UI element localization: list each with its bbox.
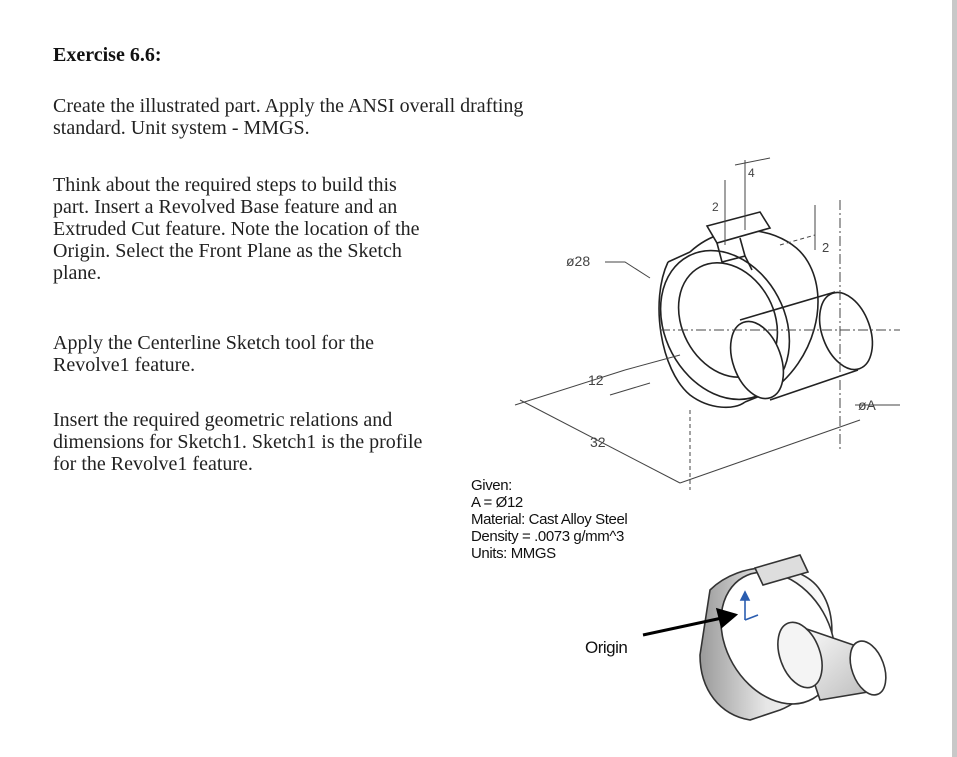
- dim-12: 12: [588, 372, 604, 388]
- isometric-drawing: [658, 211, 874, 409]
- given-line: Given:: [471, 477, 512, 494]
- given-line: A = Ø12: [471, 494, 523, 511]
- origin-axes-icon: [739, 590, 759, 621]
- text-line: for the Revolve1 feature.: [53, 453, 253, 475]
- exercise-title: Exercise 6.6:: [53, 44, 162, 66]
- text-line: dimensions for Sketch1. Sketch1 is the p…: [53, 431, 423, 453]
- dim-2-depth: 2: [822, 240, 830, 255]
- dimension-lines: [514, 157, 900, 490]
- text-line: standard. Unit system - MMGS.: [53, 117, 310, 139]
- paragraph-centerline: Apply the Centerline Sketch tool for the…: [53, 332, 374, 376]
- given-block: Given: A = Ø12 Material: Cast Alloy Stee…: [471, 477, 628, 562]
- dim-diameter-28: ø28: [566, 253, 591, 269]
- text-line: Origin. Select the Front Plane as the Sk…: [53, 240, 402, 262]
- text-line: plane.: [53, 262, 102, 284]
- paragraph-steps: Think about the required steps to build …: [53, 174, 420, 284]
- given-line: Material: Cast Alloy Steel: [471, 511, 628, 528]
- origin-arrow-icon: [642, 607, 739, 637]
- page-edge: [952, 0, 957, 757]
- given-line: Density = .0073 g/mm^3: [471, 528, 624, 545]
- text-line: Revolve1 feature.: [53, 354, 196, 376]
- given-line: Units: MMGS: [471, 545, 556, 562]
- text-line: Apply the Centerline Sketch tool for the: [53, 332, 375, 354]
- text-line: Insert the required geometric relations …: [53, 409, 393, 431]
- paragraph-relations: Insert the required geometric relations …: [53, 409, 422, 475]
- dim-32: 32: [590, 434, 606, 450]
- paragraph-instructions: Create the illustrated part. Apply the A…: [53, 95, 523, 139]
- dim-4: 4: [748, 166, 755, 180]
- dim-diameter-a: øA: [858, 397, 876, 413]
- origin-label: Origin: [585, 638, 628, 657]
- text-line: Extruded Cut feature. Note the location …: [53, 218, 420, 240]
- text-line: part. Insert a Revolved Base feature and…: [53, 196, 398, 218]
- text-line: Create the illustrated part. Apply the A…: [53, 95, 524, 117]
- dim-2-slot: 2: [712, 200, 719, 214]
- text-line: Think about the required steps to build …: [53, 174, 397, 196]
- shaded-drawing: [699, 554, 887, 721]
